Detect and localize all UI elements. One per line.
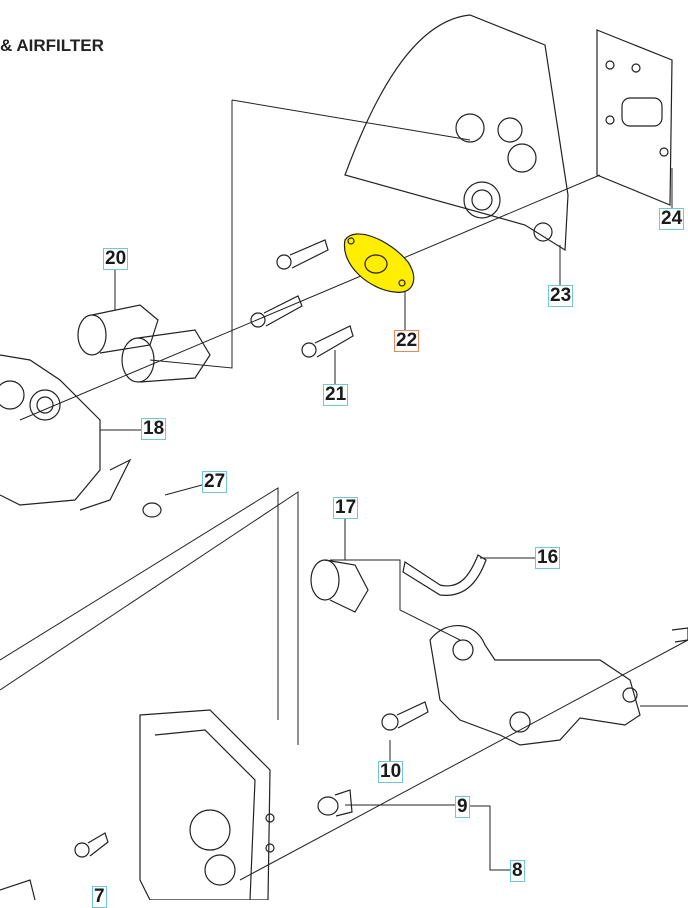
part-10-bolt bbox=[381, 701, 429, 731]
part-20-tubes bbox=[77, 304, 211, 383]
airfilter-housing bbox=[139, 709, 275, 900]
partial-part bbox=[0, 879, 36, 900]
part-label-22[interactable]: 22 bbox=[394, 330, 420, 352]
part-17-valve bbox=[310, 559, 369, 613]
part-21-bolts bbox=[250, 239, 354, 358]
leader-lines bbox=[0, 99, 688, 881]
part-label-17[interactable]: 17 bbox=[333, 497, 359, 519]
part-27-cap bbox=[142, 502, 162, 518]
part-label-24[interactable]: 24 bbox=[659, 208, 685, 230]
part-23-housing bbox=[344, 14, 569, 252]
part-label-21[interactable]: 21 bbox=[323, 384, 349, 406]
part-9-grommet bbox=[317, 789, 353, 817]
part-label-23[interactable]: 23 bbox=[548, 285, 574, 307]
part-22-gasket bbox=[343, 233, 415, 293]
part-label-10[interactable]: 10 bbox=[378, 761, 404, 783]
part-label-20[interactable]: 20 bbox=[103, 248, 129, 270]
bracket-part bbox=[429, 625, 688, 746]
part-label-7[interactable]: 7 bbox=[92, 886, 107, 908]
part-label-27[interactable]: 27 bbox=[202, 471, 228, 493]
part-label-18[interactable]: 18 bbox=[141, 418, 167, 440]
part-label-9[interactable]: 9 bbox=[455, 796, 470, 818]
part-16-hose bbox=[402, 554, 487, 596]
part-label-16[interactable]: 16 bbox=[535, 547, 561, 569]
diagram-title: & AIRFILTER bbox=[0, 36, 104, 55]
part-7-screw bbox=[74, 832, 109, 858]
part-18-carburetor bbox=[0, 354, 132, 511]
part-label-8[interactable]: 8 bbox=[510, 860, 525, 882]
part-24-gasket bbox=[596, 29, 673, 206]
